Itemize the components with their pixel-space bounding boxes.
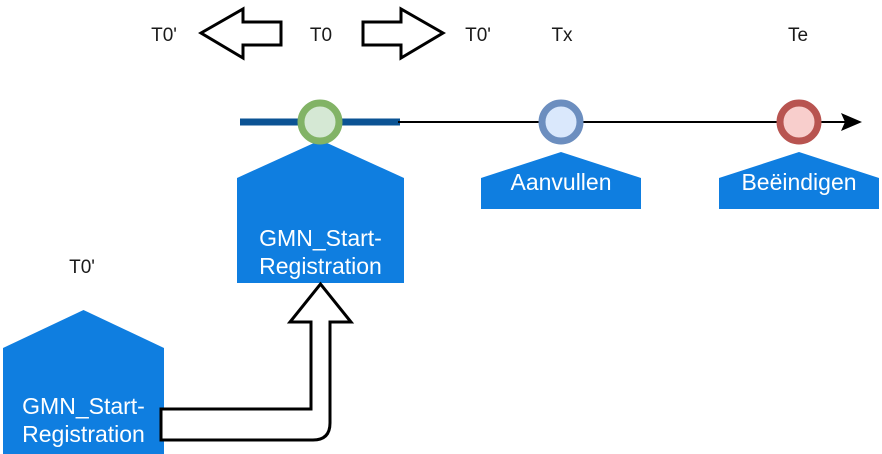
box-label-bottom-line-1: GMN_Start- [22, 393, 145, 419]
label-t0-prime-bottom: T0' [69, 257, 95, 278]
box-label-aanvullen: Aanvullen [510, 169, 611, 195]
label-t0-center: T0 [310, 25, 332, 46]
left-block-arrow-icon [198, 6, 283, 61]
box-label-bottom-line-2: Registration [22, 421, 145, 447]
box-gmn-start-registration-bottom[interactable]: GMN_Start- Registration [3, 310, 164, 454]
event-marker-tx-blue[interactable] [538, 99, 584, 145]
label-t0-prime-right: T0' [465, 25, 491, 46]
feedback-block-arrow-icon [159, 281, 355, 442]
right-block-arrow-icon [361, 6, 446, 61]
box-gmn-start-registration-top[interactable]: GMN_Start- Registration [237, 140, 404, 283]
box-beeindigen[interactable]: Beëindigen [719, 152, 879, 209]
label-te: Te [788, 25, 808, 46]
label-t0-prime-left: T0' [151, 25, 177, 46]
box-label-line-2: Registration [259, 253, 382, 279]
box-aanvullen[interactable]: Aanvullen [481, 152, 641, 209]
label-tx: Tx [551, 25, 573, 46]
timeline-arrowhead-icon [841, 113, 862, 131]
box-label-beeindigen: Beëindigen [741, 169, 856, 195]
event-marker-t0-green[interactable] [297, 99, 343, 145]
event-marker-te-red[interactable] [776, 99, 822, 145]
box-label-line-1: GMN_Start- [259, 225, 382, 251]
